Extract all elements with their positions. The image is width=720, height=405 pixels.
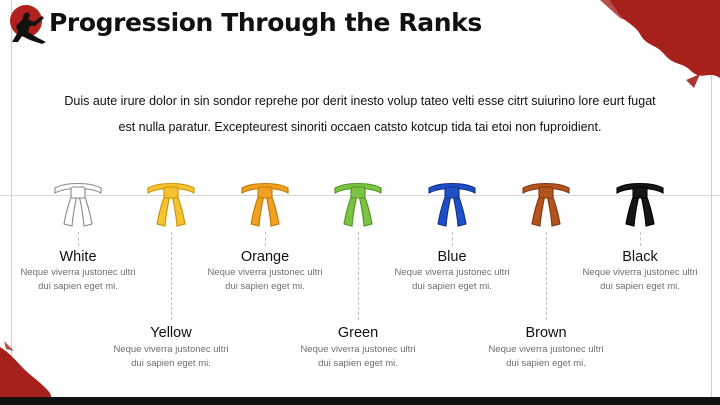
bottom-bar (0, 397, 720, 405)
yellow-belt-icon (147, 182, 195, 227)
rank-label-orange: Orange (240, 249, 290, 265)
brown-belt-icon (522, 182, 570, 227)
rank-label-brown: Brown (525, 325, 567, 341)
rank-label-blue: Blue (437, 249, 467, 265)
rank-label-white: White (59, 249, 97, 265)
rank-connector (640, 232, 641, 246)
rank-connector (358, 232, 359, 320)
rank-connector (171, 232, 172, 320)
rank-description-orange: Neque viverra justonec ultri dui sapien … (207, 267, 323, 292)
brush-stroke-bottom-left (0, 341, 52, 399)
black-belt-icon (616, 182, 664, 227)
rank-description-blue: Neque viverra justonec ultri dui sapien … (394, 267, 510, 292)
frame-line-right (711, 0, 712, 405)
rank-description-brown: Neque viverra justonec ultri dui sapien … (488, 344, 604, 369)
karateka-logo-icon (10, 5, 46, 44)
rank-description-green: Neque viverra justonec ultri dui sapien … (300, 344, 416, 369)
rank-label-green: Green (337, 325, 379, 341)
frame-line-left (11, 0, 12, 405)
blue-belt-icon (428, 182, 476, 227)
white-belt-icon (54, 182, 102, 227)
rank-description-white: Neque viverra justonec ultri dui sapien … (20, 267, 136, 292)
intro-paragraph: Duis aute irure dolor in sin sondor repr… (64, 94, 656, 134)
rank-connector (452, 232, 453, 246)
page-title: Progression Through the Ranks (49, 8, 482, 37)
rank-connector (265, 232, 266, 246)
rank-description-black: Neque viverra justonec ultri dui sapien … (582, 267, 698, 292)
rank-label-black: Black (622, 249, 658, 265)
green-belt-icon (334, 182, 382, 227)
rank-description-yellow: Neque viverra justonec ultri dui sapien … (113, 344, 229, 369)
rank-connector (546, 232, 547, 320)
orange-belt-icon (241, 182, 289, 227)
rank-connector (78, 232, 79, 246)
rank-label-yellow: Yellow (150, 325, 192, 341)
brush-stroke-top-right (600, 0, 720, 88)
